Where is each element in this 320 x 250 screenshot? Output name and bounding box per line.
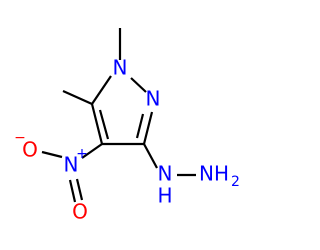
bond-c3-n2-inner — [135, 113, 145, 139]
molecule-structure: N N N + O − O N H NH 2 — [14, 28, 240, 224]
atom-labels: N N N + O − O N H NH 2 — [14, 56, 240, 224]
atom-n-nitro: N — [64, 153, 79, 177]
bond-nitro-o-double-inner — [75, 178, 84, 201]
bond-c3-n2 — [142, 111, 154, 145]
bond-c5-c4 — [90, 103, 104, 145]
bond-c5-methyl — [62, 89, 93, 106]
atom-nh-hydrogen: H — [157, 184, 172, 208]
bond-nitro-o-minus — [41, 150, 63, 159]
atom-o-double: O — [72, 200, 88, 224]
bonds — [41, 28, 196, 203]
atom-nh: N — [158, 162, 173, 186]
charge-plus: + — [76, 146, 88, 162]
atom-nh2-subscript: 2 — [231, 174, 240, 190]
atom-o-minus: O — [22, 138, 38, 162]
atom-n1: N — [113, 56, 128, 80]
atom-nh2: NH — [199, 162, 229, 186]
bond-nitro-o-double — [68, 179, 77, 203]
charge-minus: − — [14, 130, 26, 146]
bond-c5-c4-inner — [98, 109, 110, 140]
bond-c4-nitro — [81, 143, 103, 159]
bond-c3-nh — [143, 143, 158, 169]
bond-n1-c5 — [91, 75, 112, 105]
atom-n2: N — [146, 87, 161, 111]
bond-n1-n2 — [130, 77, 147, 93]
